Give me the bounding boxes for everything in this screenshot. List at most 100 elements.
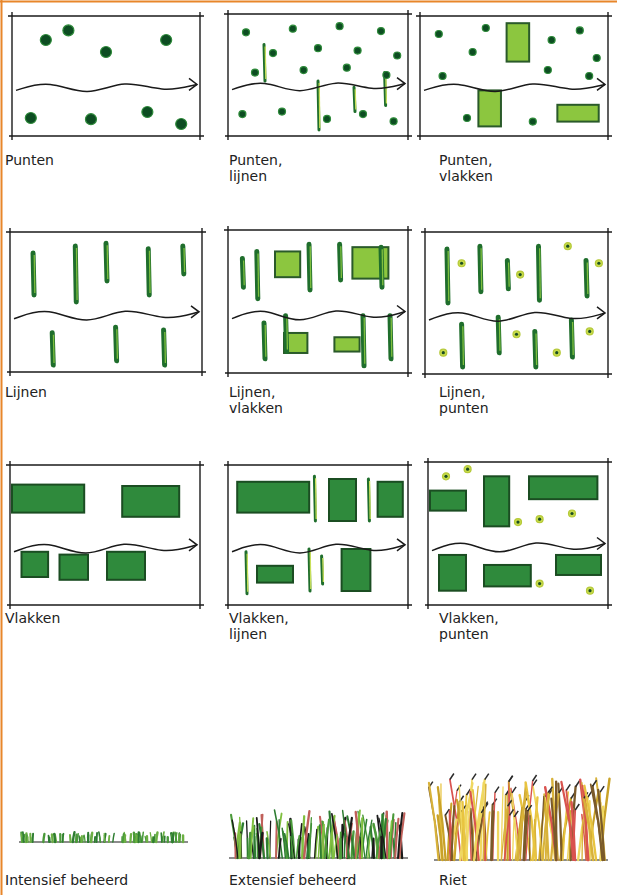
point-element: [464, 115, 471, 122]
line-highlight: [149, 251, 151, 293]
point-element: [569, 510, 576, 517]
blade: [395, 819, 398, 858]
line-highlight: [382, 249, 384, 285]
blade: [48, 838, 50, 842]
blade: [373, 838, 375, 858]
frame-stroke: [7, 604, 204, 605]
line-element: [33, 253, 34, 295]
line-element: [390, 316, 391, 359]
frame-stroke: [225, 604, 412, 605]
blade: [315, 827, 318, 858]
frame-stroke: [224, 13, 412, 14]
arrow-head: [597, 307, 605, 319]
blade: [113, 833, 114, 842]
caption-label: Intensief beheerd: [4, 872, 206, 888]
blade: [512, 793, 517, 860]
blade: [82, 836, 84, 842]
blade: [144, 836, 146, 842]
line-element: [75, 246, 76, 302]
frame-stroke: [407, 461, 408, 609]
frame-stroke: [227, 226, 228, 377]
blade: [266, 838, 269, 858]
line-element: [286, 316, 287, 352]
line-element: [264, 45, 265, 82]
point-element: [63, 25, 74, 36]
blade: [466, 807, 469, 860]
light-plane: [478, 90, 501, 126]
route-arrow: [424, 84, 605, 91]
route-arrow: [14, 544, 197, 553]
line-element: [116, 327, 117, 361]
caption-label: Riet: [438, 872, 600, 888]
line-highlight: [369, 481, 371, 519]
blade: [320, 825, 321, 858]
point-center: [597, 262, 600, 265]
caption-label: Lijnen: [4, 384, 96, 400]
point-element: [482, 25, 489, 32]
blade: [175, 833, 176, 842]
reed-plume: [495, 787, 499, 793]
line-highlight: [315, 478, 317, 519]
blade: [524, 811, 527, 860]
blade: [505, 815, 510, 860]
blade: [267, 832, 270, 858]
blade: [238, 823, 243, 858]
line-highlight: [340, 246, 342, 278]
blade: [29, 834, 31, 842]
frame-line: [1, 0, 3, 895]
line-highlight: [257, 253, 259, 296]
blade: [371, 827, 374, 858]
blade: [492, 811, 494, 860]
blade: [343, 811, 348, 858]
blade: [331, 833, 334, 858]
blade: [43, 834, 44, 842]
point-element: [289, 25, 296, 32]
blade: [134, 833, 135, 842]
blade: [239, 827, 241, 858]
sketch-panel: [416, 12, 612, 140]
reed-plume: [588, 791, 592, 797]
blade: [104, 834, 105, 842]
blade: [135, 836, 137, 842]
point-element: [354, 47, 361, 54]
line-element: [314, 476, 315, 521]
point-element: [390, 118, 397, 125]
caption-label: Lijnen, vlakken: [228, 384, 320, 416]
blade: [55, 835, 56, 842]
frame-line: [0, 1, 617, 3]
frame-stroke: [421, 231, 612, 232]
point-element: [553, 349, 560, 356]
frame-stroke: [199, 12, 200, 140]
reed-plume: [512, 787, 516, 793]
blade: [99, 832, 100, 842]
point-element: [458, 260, 465, 267]
reed-plume: [514, 811, 518, 817]
blade: [389, 821, 392, 858]
blade: [291, 834, 292, 858]
blade: [254, 836, 256, 858]
blade: [278, 820, 280, 858]
blade: [23, 832, 24, 842]
blade: [129, 834, 132, 842]
route-arrow: [16, 84, 197, 91]
blade: [341, 825, 344, 858]
blade: [94, 837, 96, 842]
point-element: [513, 331, 520, 338]
arrow-head: [597, 78, 605, 90]
blade: [358, 830, 362, 858]
frame-stroke: [7, 371, 206, 372]
point-element: [439, 73, 446, 80]
blade: [323, 825, 324, 858]
blade: [175, 832, 177, 842]
frame-stroke: [224, 464, 412, 465]
frame-stroke: [607, 228, 608, 378]
caption-label: Vlakken: [4, 610, 96, 626]
frame-stroke: [427, 458, 428, 609]
point-element: [383, 72, 390, 79]
point-element: [394, 52, 401, 59]
blade: [543, 794, 550, 860]
blade: [584, 786, 596, 860]
point-element: [324, 115, 331, 122]
line-highlight: [116, 329, 118, 359]
